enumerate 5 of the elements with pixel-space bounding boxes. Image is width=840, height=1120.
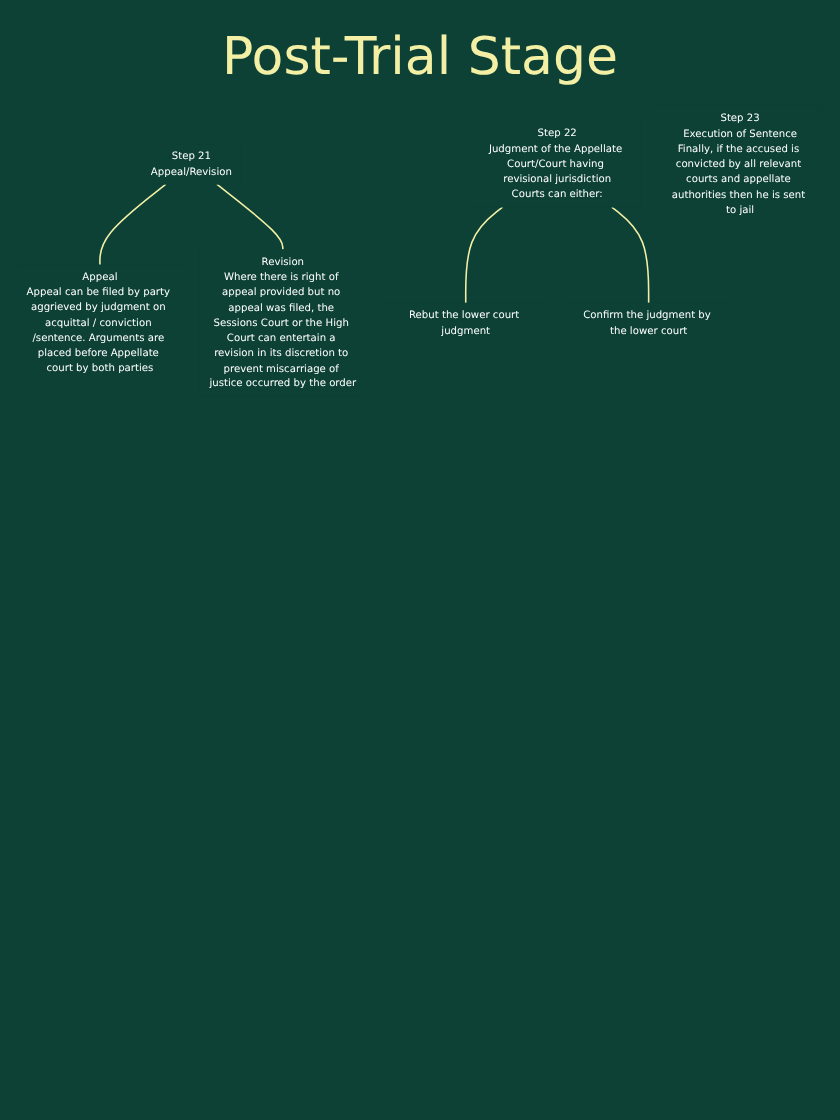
- connector: [99, 183, 167, 266]
- connector: [610, 206, 650, 304]
- connector: [216, 183, 284, 251]
- connector: [464, 206, 504, 304]
- title: Post-Trial Stage: [220, 28, 620, 88]
